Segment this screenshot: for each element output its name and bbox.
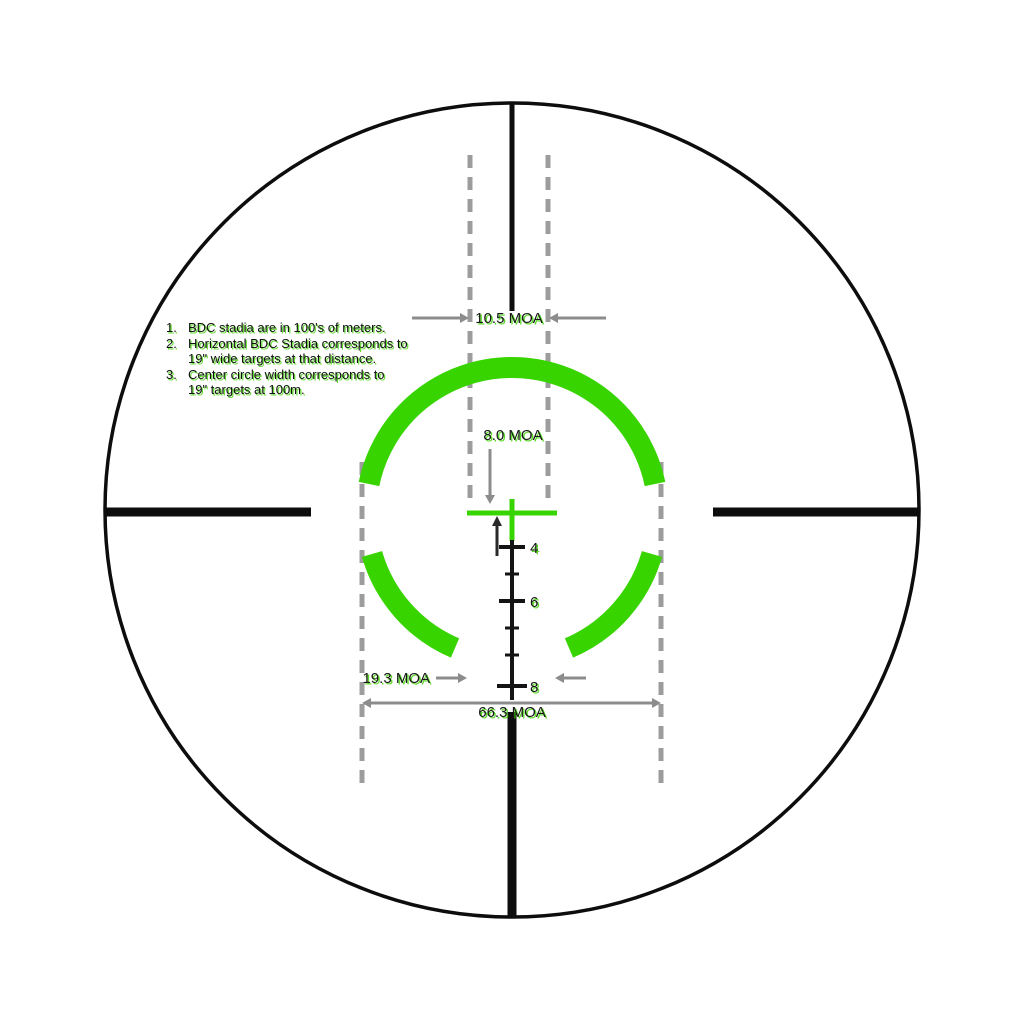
notes-list: 1. BDC stadia are in 100's of meters. 2.… [166,320,416,398]
note-item-1: 1. BDC stadia are in 100's of meters. [166,320,416,336]
outer-width-label: 66.3 MOA [478,704,546,721]
note-line: 19" wide targets at that distance. [188,351,377,366]
measurement-center-height: 8.0 MOA [483,427,543,504]
measurement-outer-width: 66.3 MOA [362,698,661,721]
green-lower-left-arc [361,550,460,658]
circle-width-label: 10.5 MOA [475,310,543,327]
left-arrowhead-icon [555,673,564,683]
note-number: 3. [166,366,177,382]
center-height-label: 8.0 MOA [483,427,542,444]
bdc-number-8: 8 [530,679,538,696]
left-arrowhead-icon [549,313,558,323]
note-number: 1. [166,320,177,335]
scope-outline [103,101,921,919]
bdc-number-6: 6 [530,594,538,611]
field-of-view-circle [103,101,921,919]
measurement-inner-width: 19.3 MOA [362,670,586,687]
note-line: Horizontal BDC Stadia corresponds to [188,335,408,351]
note-item-2: 2. Horizontal BDC Stadia corresponds to … [166,336,416,367]
green-lower-right-arc [564,550,663,658]
up-arrowhead-icon [492,516,502,526]
stadia-dashed-lines [359,155,664,791]
note-number: 2. [166,335,177,351]
note-line: Center circle width corresponds to [188,366,385,382]
left-arrowhead-icon [362,698,371,708]
down-arrowhead-icon [485,495,495,504]
note-line: 19" targets at 100m. [188,382,305,397]
bdc-green-circle [358,356,666,658]
right-arrowhead-icon [460,313,469,323]
green-top-arc [358,356,666,487]
bdc-number-4: 4 [530,540,538,557]
bdc-drop-stadia: 4 6 8 [492,516,538,700]
right-arrowhead-icon [652,698,661,708]
inner-width-label: 19.3 MOA [362,670,430,687]
right-arrowhead-icon [458,673,467,683]
measurement-circle-width: 10.5 MOA [412,310,606,327]
note-item-3: 3. Center circle width corresponds to 19… [166,367,416,398]
note-line: BDC stadia are in 100's of meters. [188,320,386,335]
